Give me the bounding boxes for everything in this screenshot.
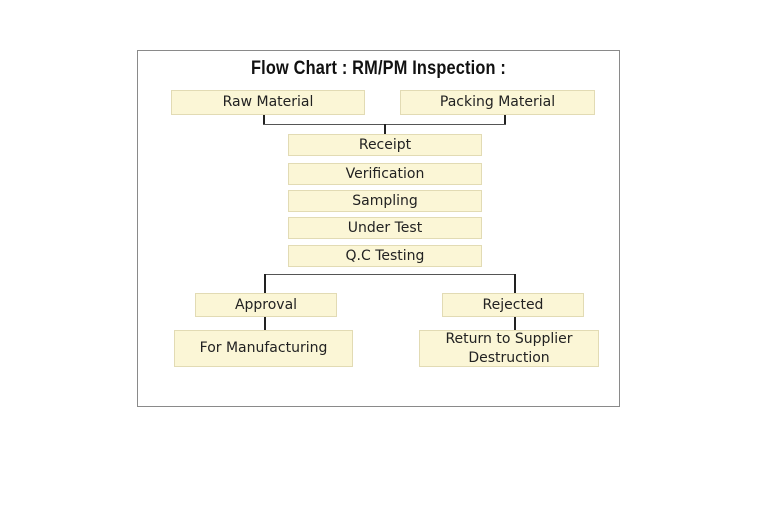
node-rejected: Rejected xyxy=(442,293,584,317)
node-verification: Verification xyxy=(288,163,482,185)
node-raw-material: Raw Material xyxy=(171,90,365,115)
node-qc-testing: Q.C Testing xyxy=(288,245,482,267)
node-return-destruction: Return to Supplier Destruction xyxy=(419,330,599,367)
diagram-title: Flow Chart : RM/PM Inspection : xyxy=(251,58,506,79)
connector-to-manufacturing xyxy=(264,317,266,330)
connector-to-rejected xyxy=(514,274,516,293)
node-approval: Approval xyxy=(195,293,337,317)
node-receipt: Receipt xyxy=(288,134,482,156)
connector-packing-down xyxy=(504,115,506,125)
node-for-manufacturing: For Manufacturing xyxy=(174,330,353,367)
connector-raw-down xyxy=(263,115,265,125)
connector-to-return xyxy=(514,317,516,330)
node-under-test: Under Test xyxy=(288,217,482,239)
connector-to-approval xyxy=(264,274,266,293)
connector-split xyxy=(264,274,516,275)
node-packing-material: Packing Material xyxy=(400,90,595,115)
connector-to-receipt xyxy=(384,124,386,134)
node-sampling: Sampling xyxy=(288,190,482,212)
